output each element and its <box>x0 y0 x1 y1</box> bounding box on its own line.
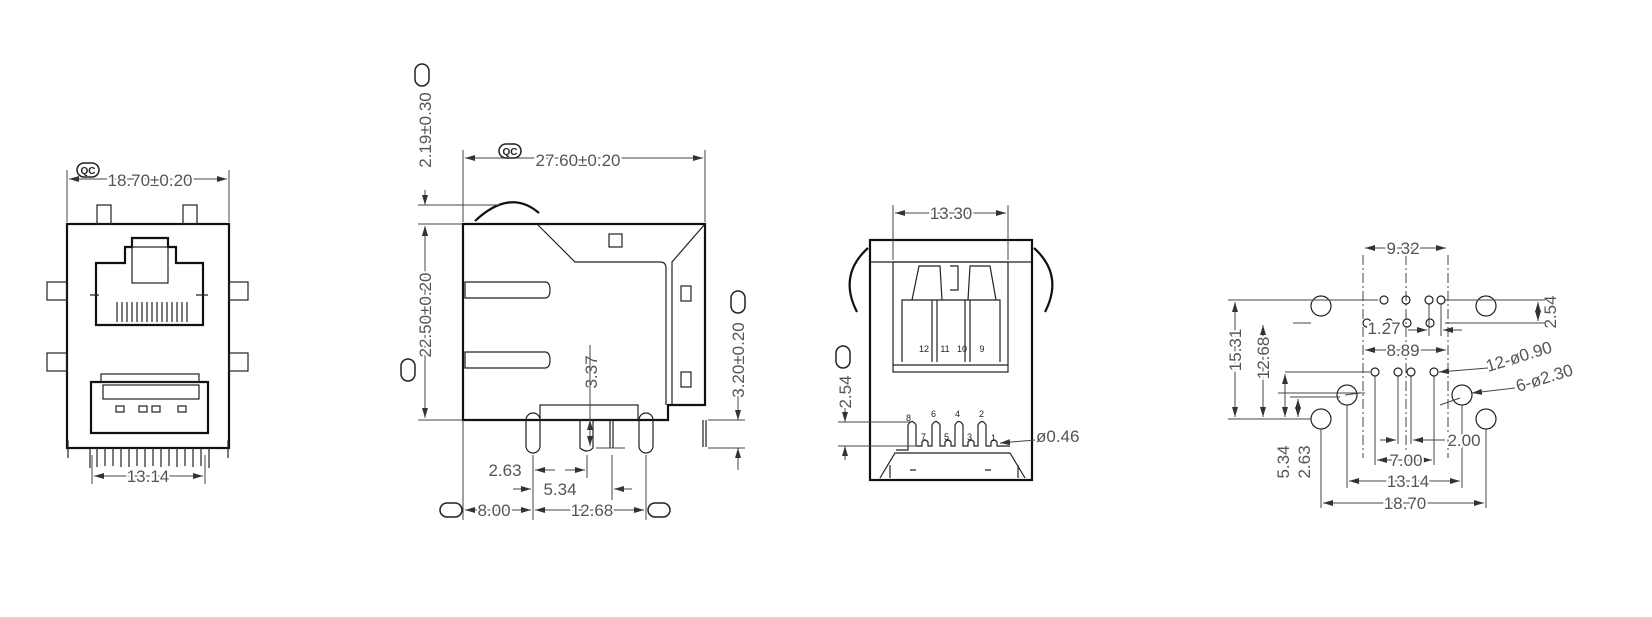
pin-number: 8 <box>906 413 911 423</box>
pin-number: 9 <box>979 344 984 354</box>
pin-number: 3 <box>967 432 972 442</box>
front-pins <box>67 440 229 468</box>
usb-pin-numbers: 12 11 10 9 <box>919 344 985 354</box>
fp-dim-7-00: 7.00 <box>1389 451 1422 470</box>
fp-dim-12-68: 12.68 <box>1254 337 1273 380</box>
front-housing <box>65 222 231 450</box>
fp-dim-1-27: 1.27 <box>1367 319 1400 338</box>
qc-mark: QC <box>503 147 518 158</box>
rear-housing <box>868 238 1034 482</box>
front-pin-span-dim: 13.14 <box>127 467 170 486</box>
rj45-pin-numbers: 8 6 4 2 7 5 3 1 <box>906 409 996 443</box>
fp-dim-15-31: 15.31 <box>1226 329 1245 372</box>
fp-dim-8-89: 8.89 <box>1386 341 1419 360</box>
pin-number: 2 <box>979 409 984 419</box>
rear-row-pitch-dim: 2.54 <box>836 375 855 408</box>
fp-dim-2-00: 2.00 <box>1447 431 1480 450</box>
pin-number: 11 <box>940 344 949 354</box>
side-dim-2-63: 2.63 <box>488 461 521 480</box>
side-body-height-dim: 22.50±0.20 <box>416 273 435 358</box>
rj45-port <box>90 236 208 327</box>
front-view: QC 18.70±0.20 13.14 <box>46 162 249 488</box>
side-spring-height-dim: 2.19±0.30 <box>416 92 435 168</box>
side-dim-8-00: 8.00 <box>477 501 510 520</box>
pcb-footprint: 15.31 12.68 5.34 2.63 9.32 1.27 8.89 2.5… <box>1224 237 1576 515</box>
rear-width-dim: 13.30 <box>930 204 973 223</box>
usb-port <box>89 373 210 435</box>
pin-number: 5 <box>944 432 949 442</box>
fp-dim-5-34: 5.34 <box>1274 445 1293 478</box>
rear-view: 12 11 10 9 8 6 4 2 7 5 3 1 13.30 2.54 ø0… <box>835 202 1079 482</box>
pin-number: 1 <box>991 433 996 443</box>
pin-number: 6 <box>931 409 936 419</box>
fp-dim-18-70: 18.70 <box>1384 494 1427 513</box>
side-dim-12-68: 12.68 <box>571 501 614 520</box>
side-pin-length-dim: 3.20±0.20 <box>729 322 748 398</box>
pin-number: 7 <box>921 432 926 442</box>
fp-dim-2-63: 2.63 <box>1295 445 1314 478</box>
side-housing <box>461 222 707 422</box>
fp-dim-13-14: 13.14 <box>1387 472 1430 491</box>
front-width-dim: 18.70±0.20 <box>108 171 193 190</box>
fp-dim-2-54: 2.54 <box>1541 295 1560 328</box>
large-holes <box>1310 295 1497 430</box>
qc-mark: QC <box>81 166 96 177</box>
side-view: QC 27.60±0.20 2.19±0.30 22.50±0.20 3.20±… <box>400 63 750 522</box>
side-length-dim: 27.60±0.20 <box>536 151 621 170</box>
fp-large-holes-label: 6-ø2.30 <box>1514 361 1576 396</box>
side-post-length-dim: 3.37 <box>582 355 601 388</box>
fp-dim-9-32: 9.32 <box>1386 239 1419 258</box>
pin-number: 12 <box>919 344 929 354</box>
small-holes <box>1362 295 1446 377</box>
side-dim-5-34: 5.34 <box>543 480 576 499</box>
pin-number: 4 <box>955 409 960 419</box>
pin-number: 10 <box>957 344 967 354</box>
rear-pin-diameter-dim: ø0.46 <box>1036 427 1079 446</box>
